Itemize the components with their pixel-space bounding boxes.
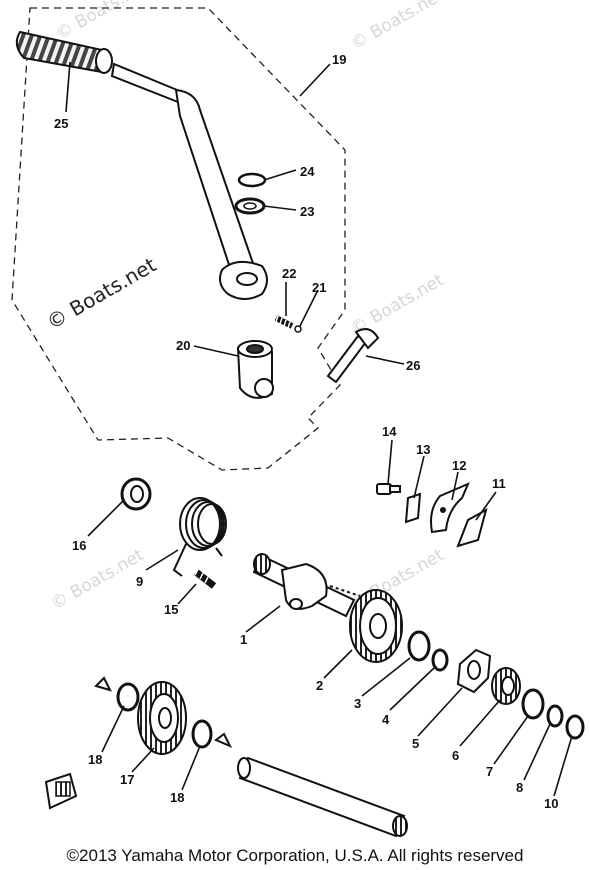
- part-13-plate: [404, 492, 422, 524]
- part-10-washer: [565, 714, 585, 740]
- callout-1: 1: [240, 632, 247, 647]
- callout-23: 23: [300, 204, 314, 219]
- part-26-bolt: [326, 328, 380, 384]
- part-21-ball: [294, 325, 302, 333]
- callout-9: 9: [136, 574, 143, 589]
- callout-22: 22: [282, 266, 296, 281]
- callout-12: 12: [452, 458, 466, 473]
- bracket: [44, 772, 78, 810]
- part-23-washer: [234, 197, 266, 215]
- part-1-kick-axle: [252, 553, 361, 618]
- callout-6: 6: [452, 748, 459, 763]
- callout-11: 11: [492, 476, 506, 491]
- callout-2: 2: [316, 678, 323, 693]
- part-25-grip: [15, 30, 113, 74]
- part-18-clip-2: [214, 732, 233, 748]
- watermark: © Boats.net: [53, 0, 153, 44]
- callout-20: 20: [176, 338, 190, 353]
- callout-10: 10: [544, 796, 558, 811]
- copyright-notice: ©2013 Yamaha Motor Corporation, U.S.A. A…: [66, 846, 524, 865]
- watermark: © Boats.net: [48, 545, 148, 614]
- callout-21: 21: [312, 280, 326, 295]
- part-22-spring: [274, 315, 294, 329]
- part-17-idler-gear: [137, 681, 187, 755]
- part-8-circlip: [546, 704, 564, 728]
- part-2-kick-gear: [349, 589, 403, 663]
- watermark-group: © Boats.net © Boats.net © Boats.net © Bo…: [48, 0, 448, 614]
- part-6-spring: [491, 667, 521, 705]
- callout-5: 5: [412, 736, 419, 751]
- callout-7: 7: [486, 764, 493, 779]
- callout-16: 16: [72, 538, 86, 553]
- callout-13: 13: [416, 442, 430, 457]
- watermark-dark: © Boats.net: [43, 252, 161, 334]
- callout-4: 4: [382, 712, 390, 727]
- watermark: © Boats.net: [348, 0, 448, 54]
- leader-lines: [65, 61, 573, 797]
- callout-8: 8: [516, 780, 523, 795]
- part-18-clip: [94, 676, 112, 692]
- callout-18: 18: [88, 752, 102, 767]
- callout-26: 26: [406, 358, 420, 373]
- part-14-bolt: [376, 483, 401, 495]
- assembly-outline: [11, 7, 346, 471]
- part-24-circlip: [237, 172, 267, 188]
- part-3-washer: [407, 630, 431, 662]
- part-12-stopper: [430, 482, 470, 534]
- part-18-washer-2: [191, 719, 213, 749]
- callout-19: 19: [332, 52, 346, 67]
- callout-24: 24: [300, 164, 315, 179]
- part-19-kick-lever: [110, 62, 268, 300]
- callout-15: 15: [164, 602, 178, 617]
- part-15-pin: [193, 568, 217, 589]
- part-16-oil-seal: [120, 477, 152, 511]
- callout-17: 17: [120, 772, 134, 787]
- part-20-boss: [236, 340, 274, 399]
- part-9-spring: [172, 497, 227, 577]
- callout-25: 25: [54, 116, 68, 131]
- part-5-ratchet: [456, 648, 492, 694]
- part-7-washer: [521, 688, 545, 720]
- callout-3: 3: [354, 696, 361, 711]
- part-11-clip: [456, 507, 488, 548]
- part-18-washer: [116, 682, 140, 712]
- main-shaft: [237, 756, 408, 838]
- callout-14: 14: [382, 424, 397, 439]
- part-4-circlip: [431, 648, 449, 672]
- callout-18-second: 18: [170, 790, 184, 805]
- callouts: 25 19 24 23 22 21 20 26 14 13 12 11 16 9…: [54, 52, 558, 811]
